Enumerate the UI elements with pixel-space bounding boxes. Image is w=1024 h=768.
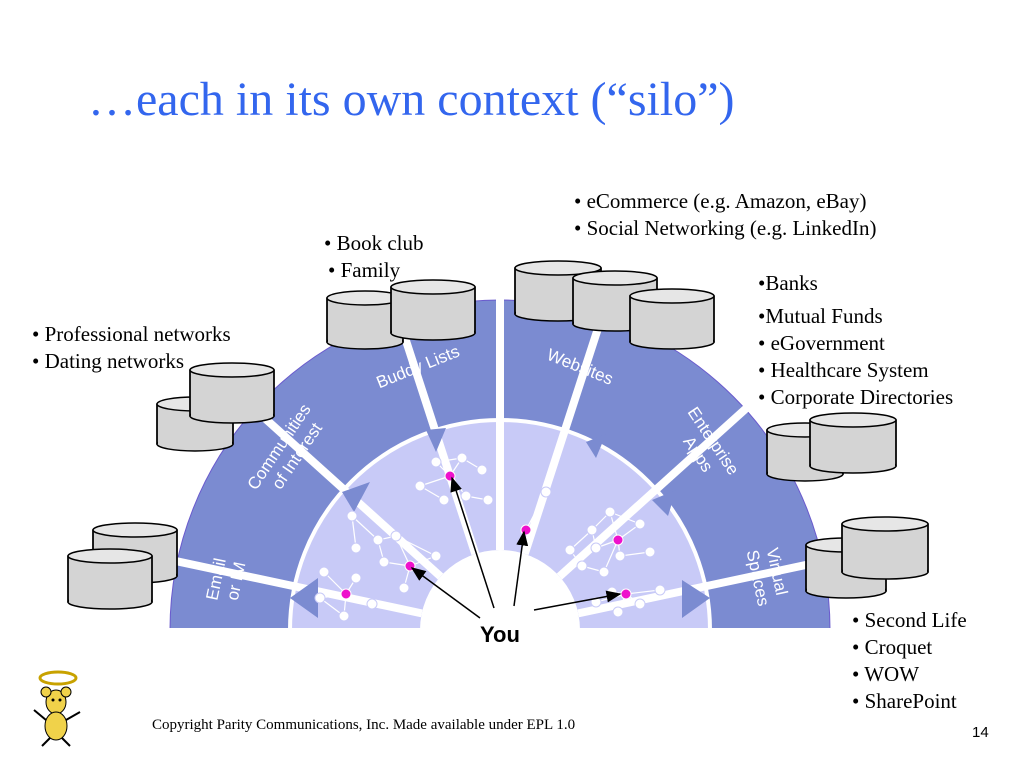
network-node: [378, 556, 390, 568]
database-icon: [67, 548, 153, 610]
bullets-bookclub: • Book club • Family: [324, 230, 424, 284]
network-node: [318, 566, 330, 578]
database-icon: [841, 516, 929, 580]
bullet-item: • Social Networking (e.g. LinkedIn): [574, 216, 877, 240]
network-graph: [414, 452, 494, 506]
network-node: [314, 592, 326, 604]
network-node: [612, 606, 624, 618]
network-node: [586, 524, 598, 536]
network-node-you: [340, 588, 352, 600]
segment-separator: [520, 310, 608, 556]
network-node-you: [620, 588, 632, 600]
bullet-item: •Mutual Funds: [758, 304, 883, 328]
bullet-item: • Family: [328, 258, 401, 282]
network-node: [598, 566, 610, 578]
bullet-item: • eCommerce (e.g. Amazon, eBay): [574, 189, 867, 213]
segment-separator: [171, 556, 423, 618]
network-graph: [564, 506, 656, 578]
network-node: [540, 486, 552, 498]
bullets-professional: • Professional networks • Dating network…: [32, 321, 231, 375]
network-node: [346, 510, 358, 522]
network-node: [634, 598, 646, 610]
database-icon: [326, 290, 404, 350]
network-node: [590, 542, 602, 554]
network-graphs: [314, 452, 666, 622]
center-core: [420, 550, 580, 630]
network-node: [338, 610, 350, 622]
bullet-item: • Second Life: [852, 608, 967, 632]
database-icon: [390, 279, 476, 341]
slide-title: …each in its own context (“silo”): [88, 73, 735, 126]
network-node: [460, 490, 472, 502]
bullet-item: • WOW: [852, 662, 920, 686]
network-node: [476, 464, 488, 476]
notch-arrows: [290, 428, 710, 618]
bullet-item: • Dating networks: [32, 349, 184, 373]
bullet-item: • Book club: [324, 231, 424, 255]
bullet-item: • Croquet: [852, 635, 933, 659]
bullet-item: • Corporate Directories: [758, 385, 954, 409]
network-node: [390, 530, 402, 542]
network-node: [644, 546, 656, 558]
bullet-item: • SharePoint: [852, 689, 957, 713]
database-icon: [629, 288, 715, 350]
mascot-logo-icon: [33, 670, 81, 747]
network-node: [576, 560, 588, 572]
network-node: [614, 550, 626, 562]
network-node: [366, 598, 378, 610]
segment-separator: [577, 556, 829, 618]
network-node-you: [612, 534, 624, 546]
network-node: [456, 452, 468, 464]
network-node: [604, 506, 616, 518]
network-node-you: [520, 524, 532, 536]
database-icon: [189, 362, 275, 424]
network-node: [430, 550, 442, 562]
database-icon: [809, 412, 897, 474]
network-node-you: [444, 470, 456, 482]
network-graph: [520, 486, 552, 536]
network-node: [564, 544, 576, 556]
network-node: [350, 542, 362, 554]
network-node: [398, 582, 410, 594]
bullets-ecommerce: • eCommerce (e.g. Amazon, eBay) • Social…: [574, 188, 876, 242]
page-number: 14: [972, 724, 989, 741]
network-node: [634, 518, 646, 530]
you-arrows: [410, 476, 622, 619]
network-node: [372, 534, 384, 546]
network-graph: [314, 566, 378, 622]
network-node: [654, 584, 666, 596]
segment-label-email: Email or IM: [202, 552, 250, 606]
bullets-banks: •Banks •Mutual Funds • eGovernment • Hea…: [758, 270, 953, 411]
network-node: [438, 494, 450, 506]
bullet-item: • Healthcare System: [758, 358, 929, 382]
network-node: [430, 456, 442, 468]
network-node: [482, 494, 494, 506]
network-graph: [346, 510, 442, 594]
database-groups: [67, 260, 929, 610]
bullets-secondlife: • Second Life • Croquet • WOW • SharePoi…: [852, 607, 967, 715]
copyright-footer: Copyright Parity Communications, Inc. Ma…: [152, 717, 576, 733]
network-node: [414, 480, 426, 492]
network-node: [350, 572, 362, 584]
bullet-item: •Banks: [758, 271, 818, 295]
bullet-item: • eGovernment: [758, 331, 885, 355]
bullet-item: • Professional networks: [32, 322, 231, 346]
you-label: You: [480, 622, 520, 647]
